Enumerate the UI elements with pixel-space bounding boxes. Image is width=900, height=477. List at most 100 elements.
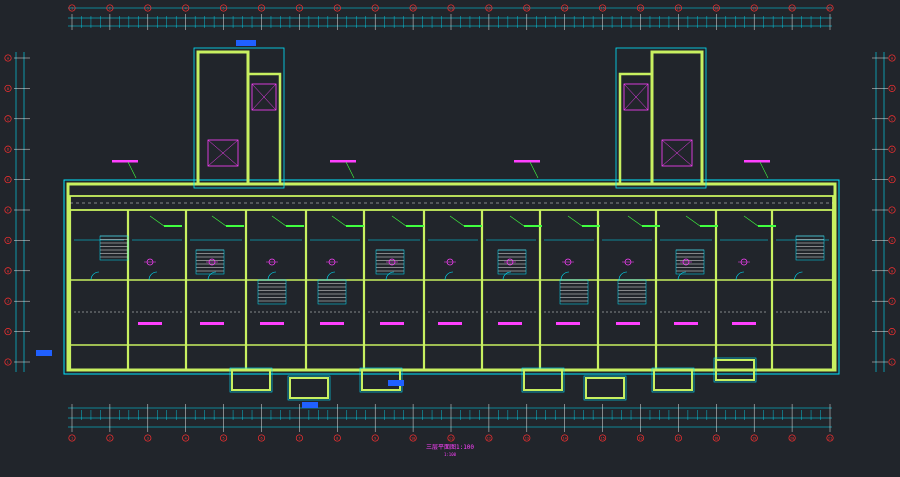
room-tag [320, 322, 344, 325]
grid-bubble-label: 3 [147, 7, 149, 11]
grid-bubble-label: F [891, 209, 893, 213]
balcony [585, 377, 625, 399]
grid-bubble [888, 176, 896, 184]
top-dimension-ticks [71, 14, 831, 30]
grid-bubble [68, 4, 76, 12]
grid-bubble [4, 115, 12, 123]
grid-bubble-label: E [7, 178, 9, 182]
stair-outline [317, 279, 347, 305]
grid-bubble-label: 20 [790, 437, 794, 441]
grid-bubble [788, 4, 796, 12]
grid-bubble [788, 434, 796, 442]
door-swing [90, 271, 100, 281]
side-dimension-lines [15, 52, 885, 372]
grid-bubble [333, 4, 341, 12]
grid-bubble-label: E [891, 178, 893, 182]
grid-bubble [485, 4, 493, 12]
grid-bubble-label: H [891, 269, 893, 273]
grid-bubble-label: 17 [676, 7, 680, 11]
leader-line [391, 215, 407, 227]
grid-bubble [750, 4, 758, 12]
grid-bubble [636, 434, 645, 442]
grid-bubble [485, 434, 493, 442]
grid-bubble-label: 9 [374, 7, 376, 11]
grid-bubble [888, 145, 896, 153]
grid-bubble-label: 13 [525, 7, 529, 11]
stair-outline [99, 235, 129, 261]
corridor [69, 195, 834, 211]
grid-bubble-label: J [891, 300, 893, 304]
leader-tag [406, 225, 424, 227]
leader-tag [758, 225, 776, 227]
leader-line [509, 215, 525, 227]
leader-line [127, 161, 137, 179]
grid-bubble [4, 54, 12, 62]
room-tag [556, 322, 580, 325]
grid-bubble [750, 434, 758, 442]
grid-bubble [333, 434, 341, 442]
grid-bubble-label: 20 [790, 7, 794, 11]
grid-bubble [888, 115, 896, 123]
grid-bubble [371, 4, 379, 12]
grid-bubble-label: 18 [714, 437, 718, 441]
leader-tag [524, 225, 542, 227]
grid-bubble [144, 434, 152, 442]
leader-line [685, 215, 701, 227]
room-tag [260, 322, 284, 325]
grid-bubble-label: 4 [185, 437, 187, 441]
grid-bubble-label: J [7, 300, 9, 304]
grid-bubble-label: G [7, 239, 9, 243]
stair-outline [195, 249, 225, 275]
grid-bubble-label: 7 [298, 7, 300, 11]
grid-bubble [257, 4, 266, 12]
leader-line [149, 215, 165, 227]
leader-line [567, 215, 583, 227]
grid-bubble [888, 236, 896, 244]
stair-outline [497, 249, 527, 275]
annotation-marks [112, 160, 776, 325]
grid-bubble-label: K [891, 330, 894, 334]
balcony [523, 369, 563, 391]
room-tag [674, 322, 698, 325]
grid-bubble [712, 434, 720, 442]
grid-bubble-label: 12 [487, 437, 491, 441]
drawing-title: 三层平面图1:100 [425, 444, 475, 451]
grid-bubble-label: D [7, 148, 9, 152]
grid-bubble [4, 206, 12, 214]
drawing-scale: 1:100 [443, 452, 457, 457]
building-outline-cyan [63, 179, 840, 375]
grid-bubble-label: L [7, 361, 9, 365]
grid-bubble-label: 6 [260, 437, 262, 441]
leader-line [271, 215, 287, 227]
leader-tag [642, 225, 660, 227]
leader-line [627, 215, 643, 227]
balcony-outline [651, 367, 695, 393]
unit-stairs [99, 235, 825, 305]
stair-outline [375, 249, 405, 275]
grid-bubble [4, 267, 12, 275]
grid-bubble [4, 84, 12, 92]
grid-bubble-label: 2 [109, 7, 111, 11]
stair-tower-left [193, 47, 285, 189]
grid-bubble-label: 5 [223, 7, 225, 11]
grid-bubble [523, 4, 531, 12]
door-swing [444, 271, 454, 281]
grid-bubble [888, 267, 896, 275]
grid-bubble [295, 434, 303, 442]
grid-bubble-label: F [7, 209, 9, 213]
grid-bubble [371, 434, 379, 442]
grid-bubble [4, 176, 12, 184]
leader-tag [700, 225, 718, 227]
grid-bubble-label: 17 [676, 437, 680, 441]
grid-bubble [888, 328, 896, 336]
grid-bubble-label: 21 [828, 437, 832, 441]
stair-outline [675, 249, 705, 275]
leader-tag [582, 225, 600, 227]
grid-bubble [257, 434, 266, 442]
grid-bubble-label: 8 [336, 7, 338, 11]
grid-bubble-label: B [7, 87, 9, 91]
room-tag [200, 322, 224, 325]
leader-tag [164, 225, 182, 227]
